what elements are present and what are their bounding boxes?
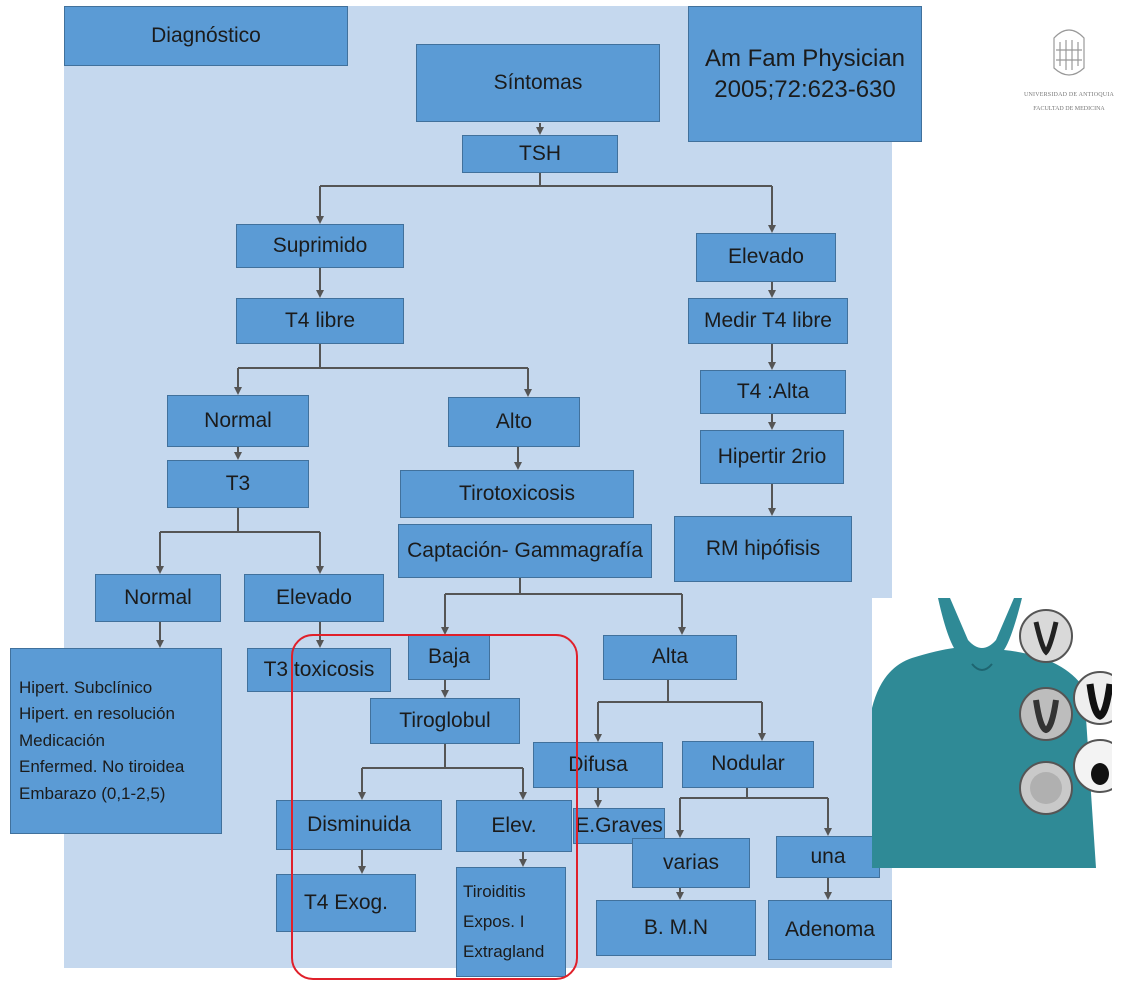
tiroiditis-list-box: Tiroiditis Expos. I Extragland (456, 867, 566, 977)
list-item: Expos. I (463, 912, 525, 932)
node-varias: varias (632, 838, 750, 888)
node-medir-t4-libre: Medir T4 libre (688, 298, 848, 344)
reference-journal: Am Fam Physician (704, 44, 906, 72)
university-logo: UNIVERSIDAD DE ANTIOQUIA FACULTAD DE MED… (1010, 20, 1128, 130)
node-rm-hipofisis: RM hipófisis (674, 516, 852, 582)
node-t4-alta: T4 :Alta (700, 370, 846, 414)
list-item: Hipert. en resolución (19, 704, 175, 724)
node-tiroglobul: Tiroglobul (370, 698, 520, 744)
subclinico-list-box: Hipert. Subclínico Hipert. en resolución… (10, 648, 222, 834)
node-hipertir-2rio: Hipertir 2rio (700, 430, 844, 484)
thyroid-scan-icons (1019, 609, 1112, 815)
node-sintomas: Síntomas (416, 44, 660, 122)
node-suprimido: Suprimido (236, 224, 404, 268)
node-nodular: Nodular (682, 741, 814, 788)
node-normal: Normal (167, 395, 309, 447)
node-bmn: B. M.N (596, 900, 756, 956)
node-captacion-gammagrafia: Captación- Gammagrafía (398, 524, 652, 578)
highlight-outline (291, 634, 578, 980)
node-normal-t3: Normal (95, 574, 221, 622)
logo-faculty-name: FACULTAD DE MEDICINA (1033, 106, 1105, 112)
node-adenoma: Adenoma (768, 900, 892, 960)
node-alta: Alta (603, 635, 737, 680)
list-item: Enfermed. No tiroidea (19, 757, 185, 777)
list-item: Embarazo (0,1-2,5) (19, 783, 166, 803)
node-t3-toxicosis: T3 toxicosis (247, 648, 391, 692)
node-difusa: Difusa (533, 742, 663, 788)
node-t4-exog: T4 Exog. (276, 874, 416, 932)
node-elev: Elev. (456, 800, 572, 852)
node-t4-libre: T4 libre (236, 298, 404, 344)
node-elevado: Elevado (696, 233, 836, 282)
node-alto: Alto (448, 397, 580, 447)
list-item: Extragland (463, 941, 545, 961)
node-tirotoxicosis: Tirotoxicosis (400, 470, 634, 518)
list-item: Tiroiditis (463, 882, 526, 902)
torso-silhouette-icon (872, 598, 1112, 868)
university-seal-icon (1053, 29, 1085, 76)
node-tsh: TSH (462, 135, 618, 173)
node-una: una (776, 836, 880, 878)
node-baja: Baja (408, 635, 490, 680)
diagram-title: Diagnóstico (64, 6, 348, 66)
node-disminuida: Disminuida (276, 800, 442, 850)
reference-citation: Am Fam Physician 2005;72:623-630 (688, 6, 922, 142)
list-item: Hipert. Subclínico (19, 678, 153, 698)
list-item: Medicación (19, 730, 105, 750)
node-t3: T3 (167, 460, 309, 508)
node-elevado-t3: Elevado (244, 574, 384, 622)
reference-volume: 2005;72:623-630 (714, 76, 896, 103)
logo-university-name: UNIVERSIDAD DE ANTIOQUIA (1023, 92, 1115, 98)
